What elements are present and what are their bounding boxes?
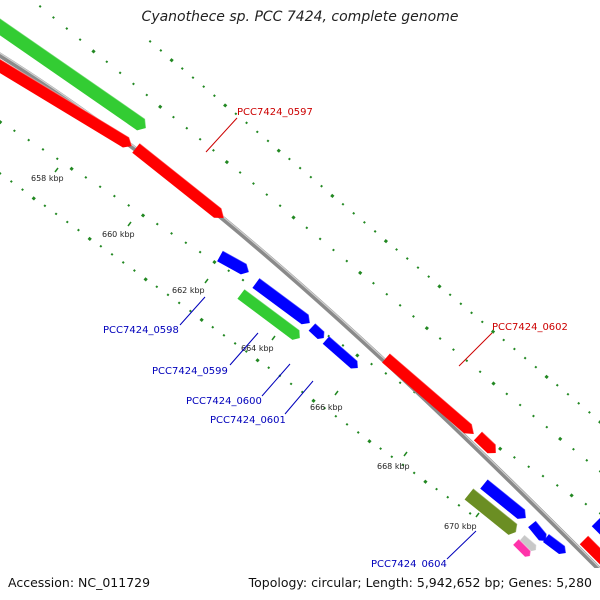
label-leader-line xyxy=(446,530,477,560)
grey-feature xyxy=(519,534,537,552)
gene-label[interactable]: PCC7424_0597 xyxy=(237,107,313,118)
cds-forward-0602a xyxy=(382,353,475,435)
tick-mark xyxy=(204,278,209,284)
gene-label[interactable]: PCC7424_0599 xyxy=(152,366,228,377)
genome-summary: Topology: circular; Length: 5,942,652 bp… xyxy=(248,575,592,590)
label-leader-line xyxy=(229,332,259,366)
cds-reverse-upper-3 xyxy=(543,533,567,554)
gene-label[interactable]: PCC7424_0601 xyxy=(210,415,286,426)
label-leader-line xyxy=(284,380,314,415)
tick-mark xyxy=(334,390,339,396)
tick-label: 662 kbp xyxy=(172,286,205,295)
rna-gene-0599 xyxy=(237,288,301,340)
accession-text: Accession: NC_011729 xyxy=(8,575,151,590)
magenta-feature xyxy=(513,538,532,557)
label-leader-line xyxy=(179,296,206,326)
tick-label: 660 kbp xyxy=(102,230,135,239)
cds-forward-edge xyxy=(579,535,600,567)
cds-forward-0597 xyxy=(132,142,225,219)
tick-label: 658 kbp xyxy=(31,174,64,183)
cds-forward-0602b xyxy=(473,431,497,454)
tick-track: 658 kbp 660 kbp 662 kbp 664 kbp 666 kbp 668 k… xyxy=(31,167,480,531)
tick-mark xyxy=(54,167,59,173)
gene-label[interactable]: PCC7424_0604 xyxy=(371,559,447,570)
tick-mark xyxy=(271,335,276,341)
label-leader-line xyxy=(205,117,238,153)
cds-reverse-upper-1 xyxy=(480,478,527,519)
olive-feature-0604 xyxy=(464,488,518,535)
cds-reverse-edge xyxy=(591,517,600,539)
cds-reverse-0601b xyxy=(322,335,359,369)
tick-label: 668 kbp xyxy=(377,462,410,471)
map-title: Cyanothece sp. PCC 7424, complete genome xyxy=(141,9,459,25)
feature-track xyxy=(0,13,600,567)
cds-reverse-0600 xyxy=(252,277,311,325)
cds-reverse-0598 xyxy=(217,250,250,275)
tick-label: 664 kbp xyxy=(241,344,274,353)
tick-label: 666 kbp xyxy=(310,403,343,412)
gene-label[interactable]: PCC7424_0602 xyxy=(492,322,568,333)
label-leader-line xyxy=(261,363,291,397)
cds-forward-1 xyxy=(0,54,133,148)
tick-mark xyxy=(403,451,408,457)
rna-gene-green-1 xyxy=(0,13,147,131)
tick-mark xyxy=(127,221,132,227)
gene-label[interactable]: PCC7424_0598 xyxy=(103,325,179,336)
label-leader-line xyxy=(458,332,493,367)
gene-label[interactable]: PCC7424_0600 xyxy=(186,396,262,407)
cds-reverse-0601a xyxy=(308,322,326,339)
gc-content-track xyxy=(0,5,600,515)
tick-label: 670 kbp xyxy=(444,522,477,531)
tick-mark xyxy=(475,512,480,518)
